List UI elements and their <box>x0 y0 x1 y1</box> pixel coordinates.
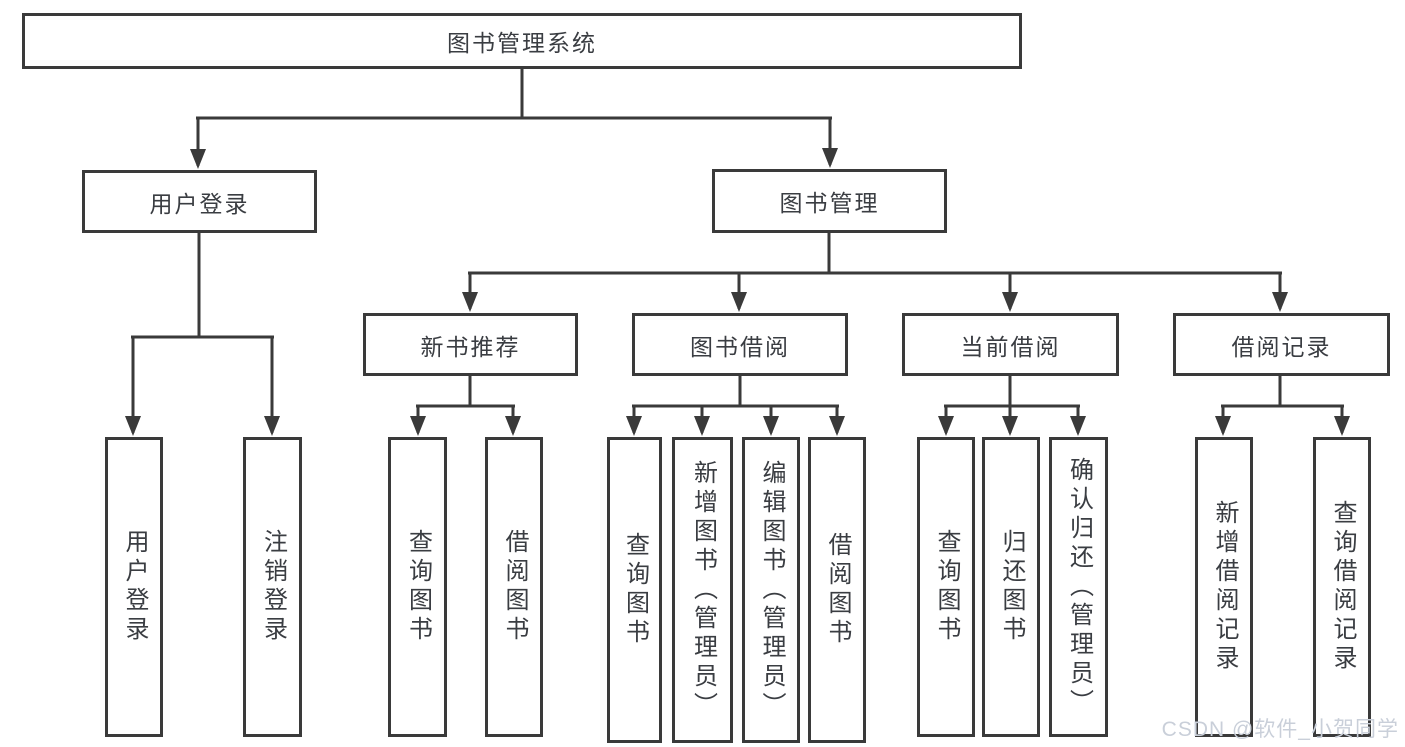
leaf-logout: 注销登录 <box>243 437 302 737</box>
node-label: 借阅图书 <box>824 532 851 648</box>
node-label: 当前借阅 <box>960 333 1061 360</box>
node-label: 查询图书 <box>404 529 432 645</box>
leaf-add-books-admin: 新增图书（管理员） <box>672 437 733 743</box>
node-label: 借阅图书 <box>501 529 528 645</box>
leaf-borrow-books-1: 借阅图书 <box>485 437 543 737</box>
node-label: 借阅记录 <box>1231 333 1332 360</box>
node-label: 新增借阅记录 <box>1211 500 1238 674</box>
node-new-book-recommend: 新书推荐 <box>363 313 578 376</box>
leaf-return-books: 归还图书 <box>982 437 1040 737</box>
node-label: 用户登录 <box>149 190 250 217</box>
node-label: 查询图书 <box>621 532 649 648</box>
leaf-borrow-books-2: 借阅图书 <box>808 437 866 743</box>
csdn-watermark: CSDN @软件_小贺同学 <box>1161 718 1399 741</box>
node-label: 图书管理系统 <box>447 30 597 56</box>
leaf-query-books-3: 查询图书 <box>917 437 975 737</box>
leaf-query-borrow-record: 查询借阅记录 <box>1313 437 1371 737</box>
node-label: 编辑图书（管理员） <box>758 459 785 721</box>
leaf-user-login: 用户登录 <box>105 437 163 737</box>
node-library-system: 图书管理系统 <box>22 13 1022 69</box>
leaf-confirm-return-admin: 确认归还（管理员） <box>1049 437 1108 737</box>
node-label: 图书借阅 <box>690 333 790 360</box>
leaf-add-borrow-record: 新增借阅记录 <box>1195 437 1253 737</box>
node-label: 用户登录 <box>121 529 148 645</box>
leaf-query-books-2: 查询图书 <box>607 437 662 743</box>
node-current-borrowing: 当前借阅 <box>902 313 1119 376</box>
leaf-query-books-1: 查询图书 <box>388 437 447 737</box>
leaf-edit-books-admin: 编辑图书（管理员） <box>742 437 800 743</box>
node-label: 新书推荐 <box>420 333 521 360</box>
node-label: 注销登录 <box>259 529 287 645</box>
node-label: 图书管理 <box>779 190 880 216</box>
node-book-management: 图书管理 <box>712 169 947 233</box>
node-borrow-records: 借阅记录 <box>1173 313 1390 376</box>
node-label: 新增图书（管理员） <box>689 459 717 721</box>
node-label: 查询图书 <box>933 529 960 645</box>
node-label: 查询借阅记录 <box>1329 500 1356 674</box>
node-book-borrowing: 图书借阅 <box>632 313 848 376</box>
node-label: 确认归还（管理员） <box>1065 456 1093 718</box>
node-label: 归还图书 <box>998 529 1025 645</box>
node-user-login: 用户登录 <box>82 170 317 233</box>
